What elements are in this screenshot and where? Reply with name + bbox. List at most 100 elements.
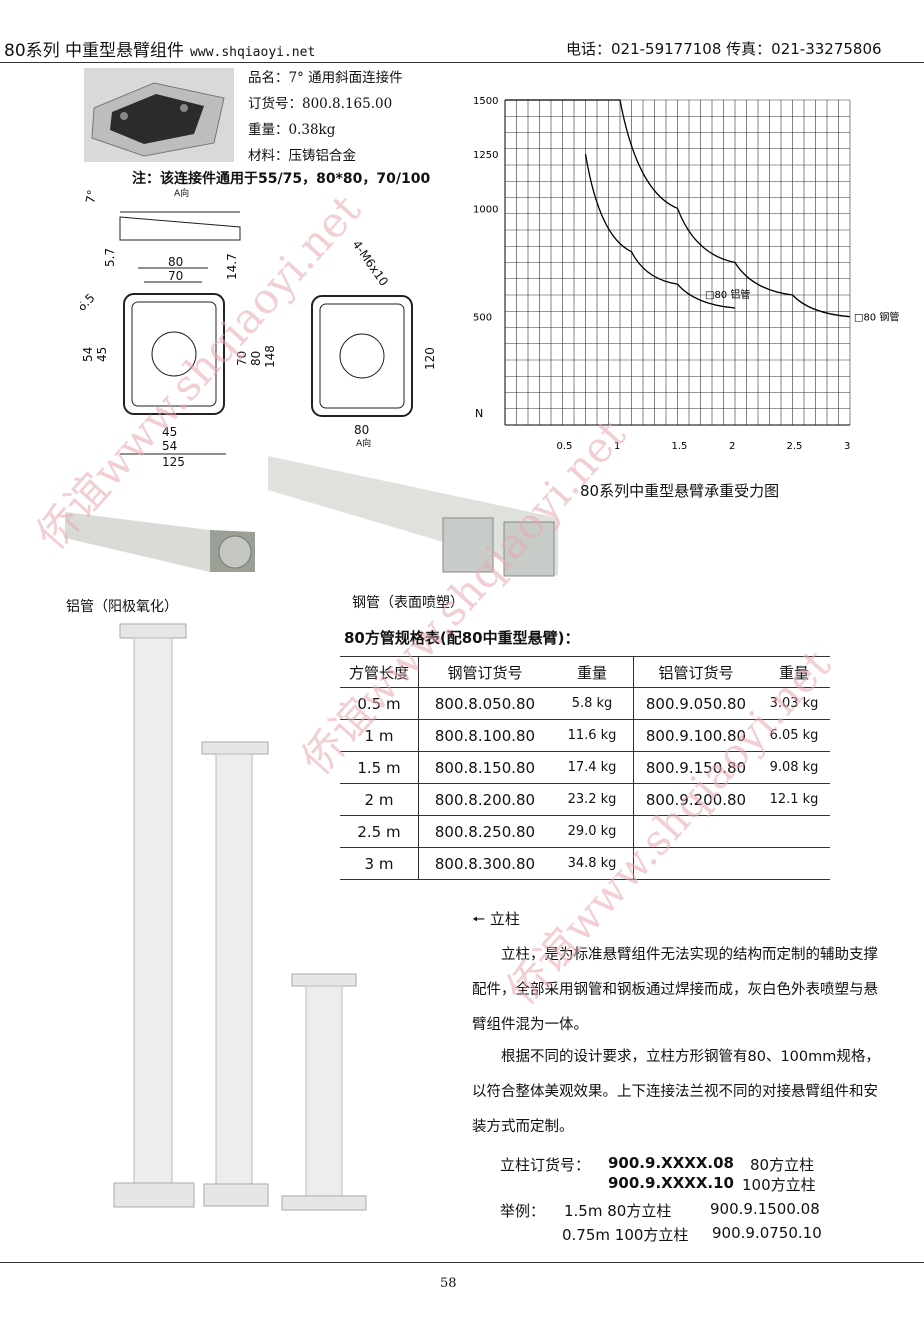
column-para2: 根据不同的设计要求，立柱方形钢管有80、100mm规格，以符合整体美观效果。上下… [472, 1049, 880, 1135]
header-url[interactable]: www.shqiaoyi.net [190, 45, 316, 60]
table-cell: 800.8.050.80 [418, 687, 551, 720]
x-tick-label: 1 [614, 441, 620, 452]
table-cell: 1.5 m [340, 751, 419, 784]
dim-14-7: 14.7 [225, 253, 239, 280]
table-cell: 800.8.250.80 [418, 815, 551, 848]
table-cell: 11.6 kg [551, 719, 634, 752]
connector-weight: 重量：0.38kg [248, 122, 336, 138]
example1-no: 900.9.1500.08 [710, 1200, 820, 1218]
dim-45-left: 45 [95, 347, 109, 362]
table-cell: 800.8.200.80 [418, 783, 551, 816]
hole-spec: 4-M6x10 [350, 238, 391, 289]
col-steel-no: 钢管订货号 [418, 656, 551, 688]
connector-name: 品名：7° 通用斜面连接件 [248, 70, 403, 86]
dim-120: 120 [423, 347, 437, 370]
table-cell: 3 m [340, 847, 419, 880]
dim-80-right-view: 80 [354, 423, 369, 437]
table-title: 80方管规格表(配80中重型悬臂)： [344, 629, 580, 647]
order1: 900.9.XXXX.08 [608, 1154, 734, 1172]
series-label: □80 铝管 [705, 288, 750, 301]
table-cell: 0.5 m [340, 687, 419, 720]
table-cell: 800.9.150.80 [633, 751, 758, 784]
series-line [584, 154, 736, 309]
table-cell [633, 847, 758, 880]
header-contact: 电话：021-59177108 传真：021-33275806 [566, 40, 882, 58]
dim-5-7: 5.7 [103, 248, 117, 267]
col-steel-wt: 重量 [551, 656, 634, 688]
connector-photo [84, 68, 234, 162]
footer-divider [0, 1262, 924, 1263]
chart-title: 80系列中重型悬臂承重受力图 [580, 482, 780, 500]
dim-70-top: 70 [168, 269, 183, 283]
page-number: 58 [440, 1276, 457, 1291]
x-tick-label: 1.5 [672, 441, 688, 452]
connector-drawing: 7° A向 5.7 14.7 80 70 6.5 54 45 70 80 148… [80, 187, 437, 469]
dim-70-right: 70 [235, 351, 249, 366]
table-cell: 29.0 kg [551, 815, 634, 848]
table-cell: 34.8 kg [551, 847, 634, 880]
x-tick-label: 2.5 [787, 441, 803, 452]
arrow-left-icon: 🠔 [472, 910, 486, 928]
table-cell: 9.08 kg [758, 751, 830, 784]
y-tick-label: 500 [473, 313, 492, 324]
dim-45-bottom: 45 [162, 425, 177, 439]
order1-desc: 80方立柱 [750, 1156, 815, 1174]
dim-148: 148 [263, 345, 277, 368]
table-cell: 2 m [340, 783, 419, 816]
table-cell [758, 847, 830, 880]
col-alu-no: 铝管订货号 [633, 656, 758, 688]
steel-tube-caption: 钢管（表面喷塑） [352, 595, 464, 611]
table-cell: 800.9.050.80 [633, 687, 758, 720]
x-tick-label: 2 [729, 441, 735, 452]
y-tick-label: 1500 [473, 96, 498, 107]
column-photo [113, 623, 367, 1211]
series-label: □80 钢管 [854, 311, 899, 324]
table-cell: 6.05 kg [758, 719, 830, 752]
dim-80-top: 80 [168, 255, 183, 269]
dim-54-bottom: 54 [162, 439, 177, 453]
connector-order-no: 订货号：800.8.165.00 [248, 96, 393, 112]
table-cell: 800.8.300.80 [418, 847, 551, 880]
table-cell: 17.4 kg [551, 751, 634, 784]
y-tick-label: 1000 [473, 204, 498, 215]
example1: 1.5m 80方立柱 [564, 1202, 672, 1220]
series-line [505, 99, 851, 318]
example-label: 举例： [500, 1202, 546, 1220]
column-heading: 🠔 立柱 [472, 910, 520, 928]
order2-desc: 100方立柱 [742, 1176, 816, 1194]
table-cell: 800.9.200.80 [633, 783, 758, 816]
table-header-row: 方管长度 钢管订货号 重量 铝管订货号 重量 [340, 656, 830, 688]
x-tick-label: 0.5 [557, 441, 573, 452]
table-cell: 3.03 kg [758, 687, 830, 720]
view-a-top: A向 [174, 187, 189, 199]
aluminum-tube-photo [65, 512, 255, 572]
y-tick-label: 1250 [473, 150, 498, 161]
order2: 900.9.XXXX.10 [608, 1174, 734, 1192]
angle-label: 7° [83, 189, 99, 205]
column-para1: 立柱，是为标准悬臂组件无法实现的结构而定制的辅助支撑配件，全部采用钢管和钢板通过… [472, 947, 878, 1033]
connector-note: 注：该连接件通用于55/75，80*80，70/100 [132, 171, 431, 187]
x-tick-label: 3 [844, 441, 850, 452]
connector-material: 材料：压铸铝合金 [248, 148, 356, 164]
table-cell: 5.8 kg [551, 687, 634, 720]
example2-no: 900.9.0750.10 [712, 1224, 822, 1242]
y-axis-label: N [475, 407, 483, 420]
dim-80-right: 80 [249, 351, 263, 366]
aluminum-tube-caption: 铝管（阳极氧化） [66, 599, 178, 615]
table-cell: 12.1 kg [758, 783, 830, 816]
table-cell: 800.8.150.80 [418, 751, 551, 784]
view-a-bottom: A向 [356, 437, 371, 449]
steel-tube-photo [268, 456, 558, 577]
table-cell: 23.2 kg [551, 783, 634, 816]
table-cell: 800.8.100.80 [418, 719, 551, 752]
example2: 0.75m 100方立柱 [562, 1226, 689, 1244]
table-cell: 2.5 m [340, 815, 419, 848]
